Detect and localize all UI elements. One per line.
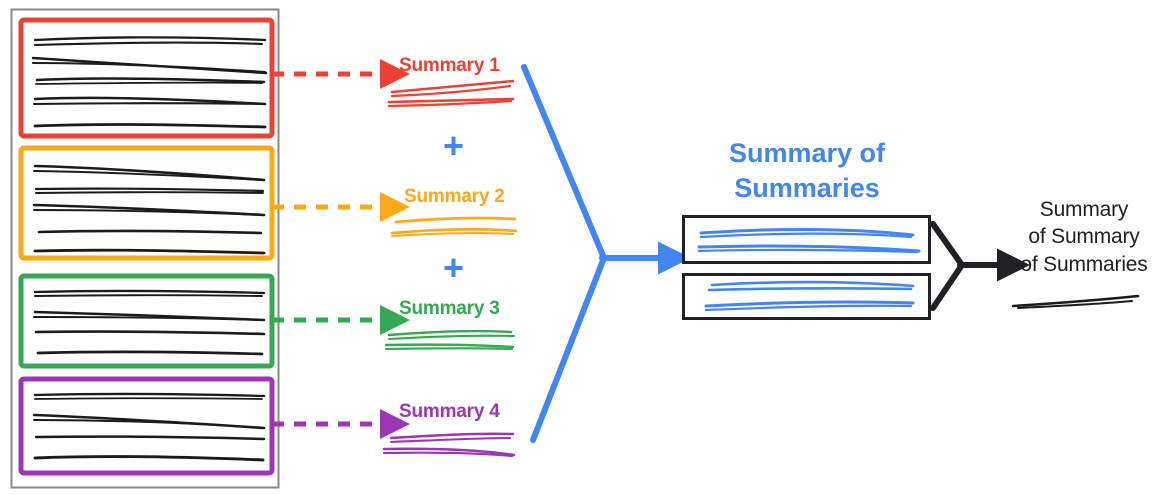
sos-box-1-scribbles bbox=[697, 227, 921, 254]
summary-2-label: Summary 2 bbox=[404, 186, 505, 207]
chunk-2-text-scribbles bbox=[32, 164, 266, 255]
plus-operator-2: + bbox=[443, 247, 465, 288]
final-output-scribbles bbox=[1011, 294, 1140, 309]
plus-operator-1: + bbox=[443, 125, 465, 166]
summary-1-label: Summary 1 bbox=[399, 55, 500, 76]
blue-merge-arrow bbox=[521, 64, 691, 443]
chunk-4-text-scribbles bbox=[32, 392, 266, 462]
chunk-3-text-scribbles bbox=[33, 289, 266, 356]
summary-3-label: Summary 3 bbox=[399, 298, 500, 319]
document-container-outline bbox=[10, 8, 280, 489]
summary-4-scribbles bbox=[382, 432, 516, 458]
summary-4-label: Summary 4 bbox=[399, 401, 500, 422]
final-line-3: of Summaries bbox=[1020, 252, 1148, 276]
sos-title-line-1: Summary of bbox=[728, 138, 886, 168]
final-output-title: Summary of Summary of Summaries bbox=[1008, 196, 1160, 278]
sos-box-1[interactable] bbox=[682, 215, 931, 264]
summary-3-scribbles bbox=[384, 329, 516, 351]
summary-of-summaries-title: Summary of Summaries bbox=[683, 136, 931, 205]
summary-2-scribbles bbox=[390, 216, 518, 237]
summary-1-scribbles bbox=[387, 79, 515, 108]
final-line-2: of Summary bbox=[1028, 225, 1140, 249]
chunk-box-1[interactable] bbox=[18, 17, 275, 139]
chunk-box-2[interactable] bbox=[18, 145, 275, 261]
black-merge-arrow bbox=[930, 221, 1030, 311]
sos-box-2-scribbles bbox=[704, 280, 915, 312]
chunk-1-text-scribbles bbox=[31, 36, 268, 129]
final-line-1: Summary bbox=[1039, 198, 1129, 221]
sos-title-line-2: Summaries bbox=[734, 172, 880, 203]
